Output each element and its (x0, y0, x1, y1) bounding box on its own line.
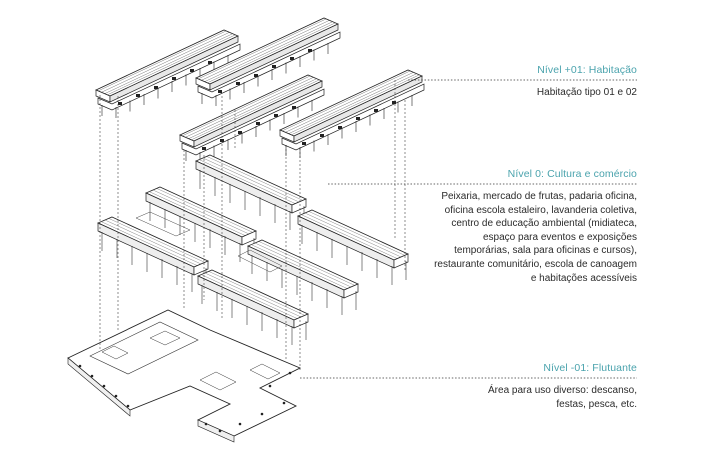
level-minus01-label: Nível -01: Flutuante Área para uso diver… (488, 362, 637, 411)
description-line: festas, pesca, etc. (556, 398, 637, 410)
description-line: espaço para eventos e exposições (483, 231, 637, 243)
leader-lines (300, 79, 637, 379)
description-line: Habitação tipo 01 e 02 (536, 87, 637, 98)
level-0-title: Nível 0: Cultura e comércio (507, 168, 637, 180)
description-line: temporárias, sala para oficinas e cursos… (454, 245, 637, 257)
level-minus01-floating-platform (67, 309, 302, 443)
description-line: oficina escola estaleiro, lavanderia col… (444, 204, 637, 216)
level-plus01-label: Nível +01: Habitação Habitação tipo 01 e… (537, 64, 637, 100)
level-plus01-title: Nível +01: Habitação (537, 64, 637, 76)
projection-lines (99, 80, 406, 370)
description-line: Peixaria, mercado de frutas, padaria ofi… (441, 191, 637, 202)
level-plus01-description: Habitação tipo 01 e 02 (537, 86, 637, 100)
description-line: Área para uso diverso: descanso, (488, 385, 637, 396)
level-0-description: Peixaria, mercado de frutas, padaria ofi… (434, 190, 637, 285)
level-minus01-description: Área para uso diverso: descanso, festas,… (488, 384, 637, 411)
description-line: e habitações acessíveis (530, 272, 637, 284)
level-0-label: Nível 0: Cultura e comércio Peixaria, me… (434, 168, 637, 285)
level-plus01-housing (95, 17, 425, 164)
description-line: centro de educação ambiental (midiateca, (451, 218, 637, 230)
description-line: restaurante comunitário, escola de canoa… (434, 258, 637, 270)
level-minus01-title: Nível -01: Flutuante (543, 362, 637, 374)
level-0-pavilions (97, 154, 409, 346)
